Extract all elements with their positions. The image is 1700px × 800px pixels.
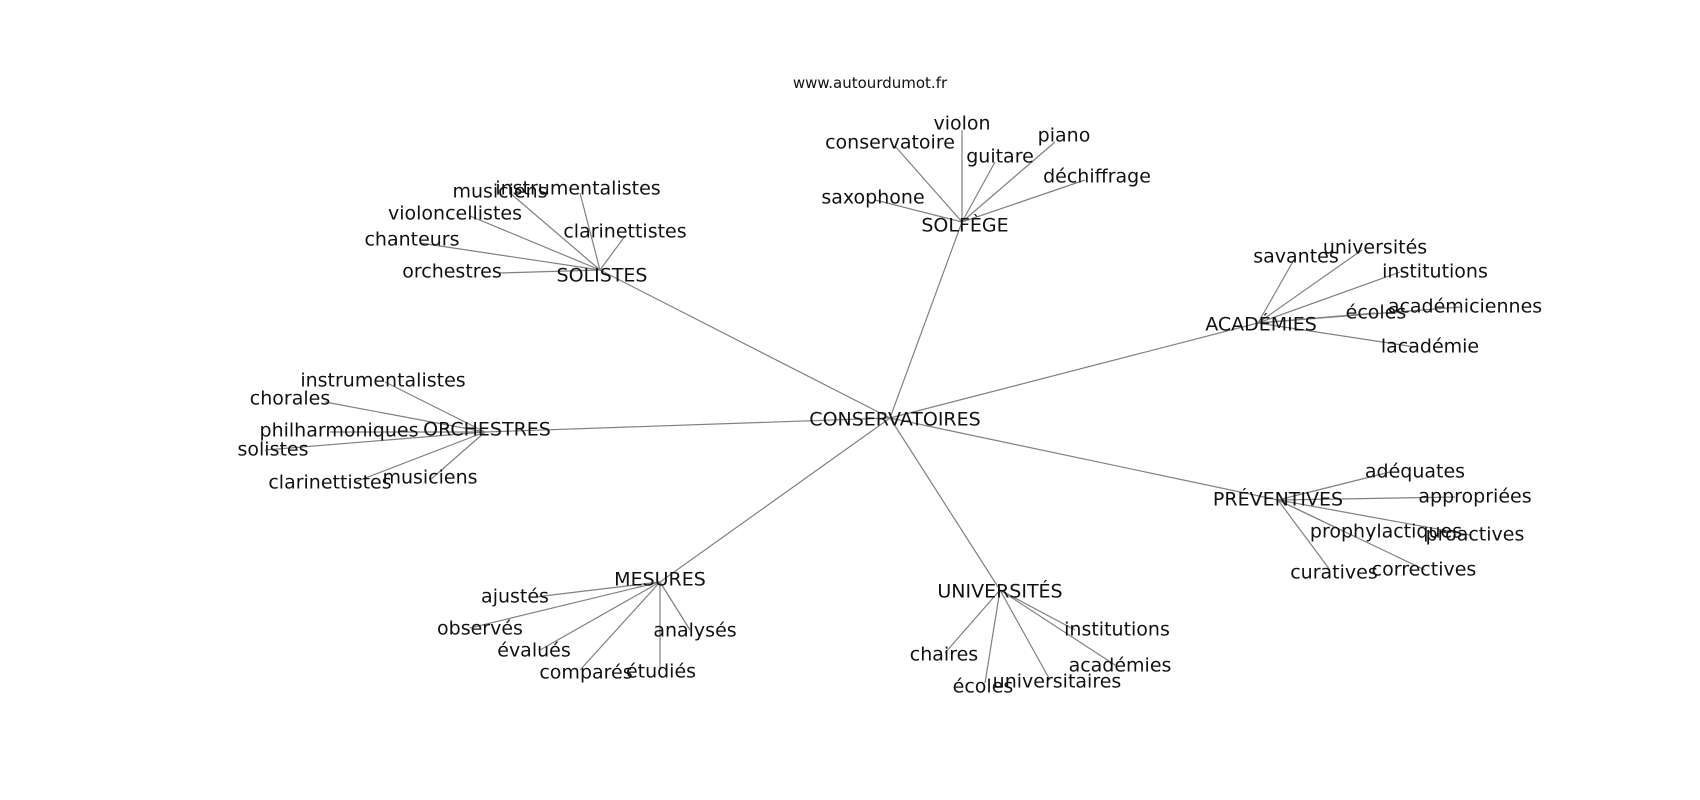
leaf-node-label: universitaires	[993, 671, 1122, 693]
edge-universites-leaf	[999, 589, 1051, 681]
edge-mesures-leaf	[534, 581, 661, 598]
edge-universites-leaf	[999, 589, 1076, 631]
leaf-node-label: conservatoire	[825, 132, 955, 154]
edge-orchestres-leaf	[324, 401, 486, 433]
leaf-node-label: musiciens	[452, 181, 547, 203]
edge-solfege-leaf	[894, 145, 963, 223]
leaf-node-label: proactives	[1426, 524, 1525, 546]
leaf-node-label: chaires	[910, 644, 978, 666]
leaf-node-label: chorales	[250, 388, 330, 410]
edge-universites-leaf	[944, 589, 1001, 654]
leaf-node-label: correctives	[1372, 559, 1477, 581]
edge-root-solistes	[599, 269, 891, 419]
edge-solistes-leaf	[509, 192, 601, 271]
hub-node-label-mesures: MESURES	[614, 569, 706, 591]
edge-root-mesures	[659, 417, 891, 583]
edge-solfege-leaf	[961, 179, 1086, 223]
leaf-node-label: prophylactiques	[1310, 521, 1462, 543]
leaf-node-label: violoncellistes	[388, 203, 522, 225]
leaf-node-label: déchiffrage	[1043, 166, 1151, 188]
hub-node-label-academies: ACADÉMIES	[1205, 313, 1317, 336]
node-labels: violon piano conservatoire guitare déchiffra…	[237, 113, 1542, 698]
source-url: www.autourdumot.fr	[793, 74, 948, 92]
leaf-node-label: écoles	[1346, 302, 1407, 324]
leaf-node-label: institutions	[1064, 619, 1170, 641]
leaf-node-label: académies	[1069, 655, 1172, 677]
edge-preventives-leaf	[1277, 499, 1471, 536]
leaf-node-label: observés	[437, 618, 523, 640]
edge-preventives-leaf	[1277, 471, 1391, 501]
leaf-node-label: violon	[933, 113, 990, 135]
leaf-node-label: clarinettistes	[563, 221, 686, 243]
leaf-node-label: saxophone	[821, 187, 924, 209]
edge-solistes-leaf	[499, 269, 601, 274]
leaf-node-label: chanteurs	[364, 229, 459, 251]
leaf-node-label: musiciens	[382, 467, 477, 489]
root-node-label: CONSERVATOIRES	[809, 409, 980, 431]
edge-orchestres-leaf	[384, 381, 486, 433]
edge-solistes-leaf	[419, 242, 601, 271]
leaf-node-label: évalués	[497, 640, 571, 662]
edges	[264, 130, 1471, 684]
edge-mesures-leaf	[659, 581, 691, 631]
edge-root-universites	[889, 417, 1001, 591]
edge-solfege-leaf	[961, 161, 996, 223]
leaf-node-label: adéquates	[1365, 461, 1465, 483]
edge-universites-leaf	[984, 589, 1001, 684]
edge-academies-leaf	[1257, 257, 1296, 324]
leaf-node-label: philharmoniques	[260, 420, 419, 442]
leaf-node-label: curatives	[1290, 562, 1378, 584]
leaf-node-label: ajustés	[481, 586, 549, 608]
edge-academies-leaf	[1257, 271, 1401, 324]
edge-mesures-leaf	[539, 581, 661, 651]
edge-solistes-leaf	[469, 215, 601, 271]
edge-root-orchestres	[484, 417, 891, 433]
edge-solistes-leaf	[599, 235, 626, 271]
leaf-node-label: comparés	[539, 662, 632, 684]
leaf-node-label: analysés	[653, 620, 736, 642]
edge-preventives-leaf	[1277, 499, 1331, 571]
edge-root-academies	[889, 322, 1259, 419]
edge-academies-leaf	[1257, 312, 1376, 324]
edge-solfege-leaf	[961, 141, 1056, 223]
edge-orchestres-leaf	[264, 431, 486, 451]
hub-node-label-universites: UNIVERSITÉS	[937, 580, 1062, 603]
leaf-node-label: guitare	[966, 146, 1034, 168]
edge-orchestres-leaf	[354, 431, 486, 483]
edge-mesures-leaf	[579, 581, 661, 671]
leaf-node-label: solistes	[237, 439, 308, 461]
edge-solistes-leaf	[579, 192, 601, 271]
edge-academies-leaf	[1257, 322, 1416, 348]
leaf-node-label: institutions	[1382, 261, 1488, 283]
leaf-node-label: piano	[1038, 125, 1091, 147]
edge-academies-leaf	[1257, 249, 1363, 324]
leaf-node-label: lacadémie	[1381, 336, 1479, 358]
leaf-node-label: orchestres	[402, 261, 502, 283]
edge-root-solfege	[889, 221, 963, 419]
edge-universites-leaf	[999, 589, 1116, 666]
leaf-node-label: instrumentalistes	[300, 370, 465, 392]
hub-node-label-orchestres: ORCHESTRES	[423, 419, 551, 441]
leaf-node-label: universités	[1323, 237, 1427, 259]
leaf-node-label: instrumentalistes	[495, 178, 660, 200]
edge-preventives-leaf	[1277, 496, 1456, 501]
hub-node-label-solistes: SOLISTES	[557, 265, 648, 287]
hub-node-label-preventives: PRÉVENTIVES	[1213, 488, 1343, 511]
leaf-node-label: écoles	[953, 676, 1014, 698]
edge-root-preventives	[889, 417, 1279, 501]
leaf-node-label: académiciennes	[1388, 296, 1542, 318]
edge-solfege-leaf	[874, 199, 963, 223]
edge-mesures-leaf	[469, 581, 661, 629]
edge-preventives-leaf	[1277, 499, 1426, 571]
hub-node-label-solfege: SOLFÈGE	[921, 214, 1008, 237]
edge-orchestres-leaf	[429, 431, 486, 481]
leaf-node-label: clarinettistes	[268, 472, 391, 494]
leaf-node-label: étudiés	[626, 661, 696, 683]
leaf-node-label: savantes	[1253, 246, 1339, 268]
leaf-node-label: appropriées	[1418, 486, 1531, 508]
